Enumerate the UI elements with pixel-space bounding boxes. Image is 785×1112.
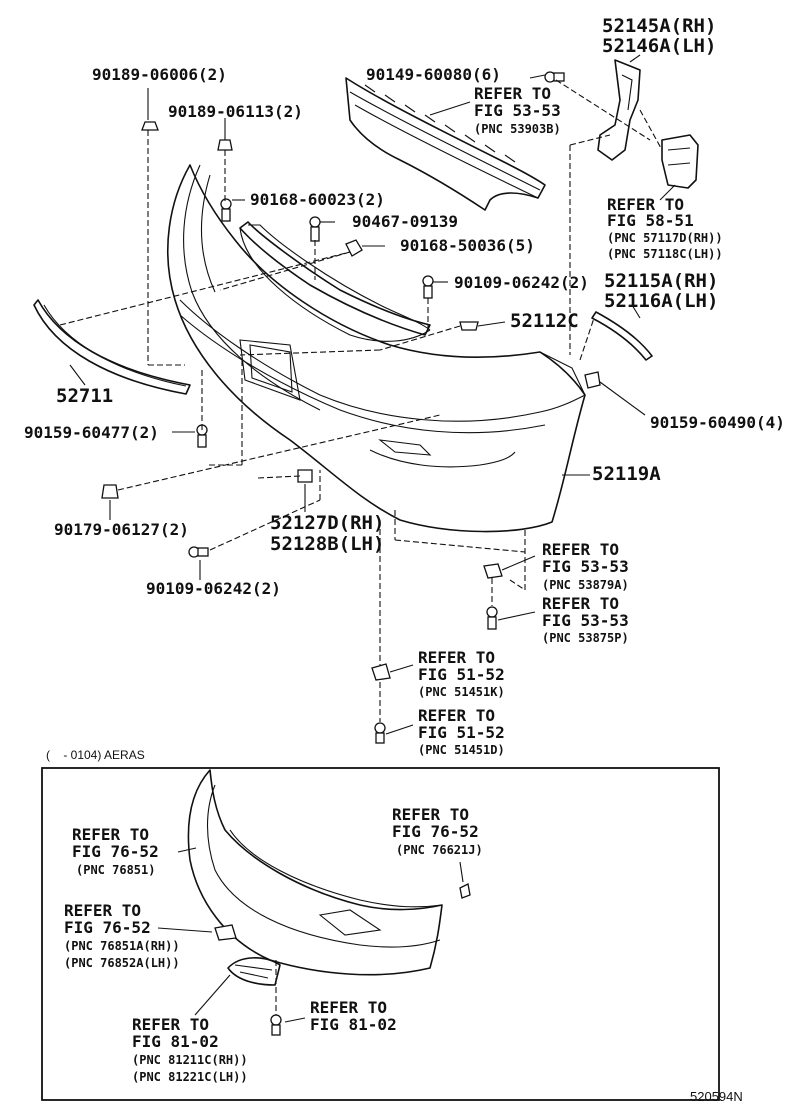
ref-pnc: (PNC 53875P) bbox=[542, 631, 629, 645]
label-52711: 52711 bbox=[56, 385, 114, 407]
ref-pnc: (PNC 57118C(LH)) bbox=[607, 247, 723, 261]
label-90159-60477: 90159-60477(2) bbox=[24, 423, 159, 442]
label-90149-60080: 90149-60080(6) bbox=[366, 65, 501, 84]
ref-line2: FIG 51-52 bbox=[418, 665, 505, 684]
bracket-52145A bbox=[597, 59, 641, 161]
inset-frame bbox=[41, 767, 720, 1101]
ref-pnc: (PNC 51451D) bbox=[418, 743, 505, 757]
label-90159-60490: 90159-60490(4) bbox=[650, 413, 785, 432]
ref-pnc: (PNC 81211C(RH)) bbox=[132, 1053, 248, 1067]
inset-caption: ( - 0104) AERAS bbox=[46, 748, 145, 762]
label-90168-60023: 90168-60023(2) bbox=[250, 190, 385, 209]
ref-pnc: (PNC 76621J) bbox=[396, 843, 483, 857]
ref-line2: FIG 81-02 bbox=[310, 1015, 397, 1034]
ref-line1: REFER TO bbox=[310, 998, 388, 1017]
label-90109-06242: 90109-06242(2) bbox=[454, 273, 589, 292]
label-90467-09139: 90467-09139 bbox=[352, 212, 458, 231]
assembly-lines bbox=[59, 79, 663, 1015]
ref-line1: REFER TO bbox=[418, 648, 496, 667]
diagram-drawing bbox=[33, 54, 720, 1101]
ref-line1: REFER TO bbox=[474, 84, 552, 103]
ref-line1: REFER TO bbox=[64, 901, 142, 920]
diagram-code: 520594N bbox=[690, 1089, 743, 1104]
ref-line1: REFER TO bbox=[542, 540, 620, 559]
label-52127D: 52127D(RH) bbox=[270, 512, 385, 534]
ref-line1: REFER TO bbox=[542, 594, 620, 613]
label-90179-06127: 90179-06127(2) bbox=[54, 520, 189, 539]
ref-line2: FIG 53-53 bbox=[542, 611, 629, 630]
ref-pnc: (PNC 76852A(LH)) bbox=[64, 956, 180, 970]
label-52119A: 52119A bbox=[592, 463, 661, 485]
inset-aero-bumper bbox=[187, 769, 471, 986]
label-52145A: 52145A(RH) bbox=[602, 15, 717, 37]
energy-absorber bbox=[345, 77, 546, 211]
label-52112C: 52112C bbox=[510, 310, 579, 332]
ref-pnc: (PNC 53903B) bbox=[474, 122, 561, 136]
ref-line2: FIG 76-52 bbox=[64, 918, 151, 937]
ref-pnc: (PNC 81221C(LH)) bbox=[132, 1070, 248, 1084]
ref-pnc: (PNC 51451K) bbox=[418, 685, 505, 699]
fasteners bbox=[101, 71, 601, 1036]
label-52115A: 52115A(RH) bbox=[604, 270, 719, 292]
label-90189-06113: 90189-06113(2) bbox=[168, 102, 303, 121]
bumper-cover bbox=[166, 164, 586, 533]
leader-lines bbox=[69, 54, 676, 1023]
reinforcement-57117D bbox=[661, 134, 699, 189]
ref-line1: REFER TO bbox=[418, 706, 496, 725]
ref-line2: FIG 53-53 bbox=[474, 101, 561, 120]
ref-line1: REFER TO bbox=[132, 1015, 210, 1034]
label-90109-06242-lower: 90109-06242(2) bbox=[146, 579, 281, 598]
strip-52115A bbox=[591, 311, 653, 361]
ref-line2: FIG 58-51 bbox=[607, 211, 694, 230]
ref-pnc: (PNC 53879A) bbox=[542, 578, 629, 592]
ref-line2: FIG 53-53 bbox=[542, 557, 629, 576]
ref-line2: FIG 76-52 bbox=[72, 842, 159, 861]
ref-pnc: (PNC 76851A(RH)) bbox=[64, 939, 180, 953]
ref-pnc: (PNC 76851) bbox=[76, 863, 156, 877]
ref-line1: REFER TO bbox=[72, 825, 150, 844]
ref-line1: REFER TO bbox=[607, 195, 685, 214]
parts-diagram: 90189-06006(2) 90189-06113(2) 90149-6008… bbox=[24, 15, 785, 1104]
strip-52711 bbox=[33, 299, 191, 395]
ref-line1: REFER TO bbox=[392, 805, 470, 824]
ref-line2: FIG 81-02 bbox=[132, 1032, 219, 1051]
label-52128B: 52128B(LH) bbox=[270, 533, 385, 555]
label-90189-06006: 90189-06006(2) bbox=[92, 65, 227, 84]
ref-line2: FIG 51-52 bbox=[418, 723, 505, 742]
label-90168-50036: 90168-50036(5) bbox=[400, 236, 535, 255]
ref-pnc: (PNC 57117D(RH)) bbox=[607, 231, 723, 245]
label-52146A: 52146A(LH) bbox=[602, 35, 717, 57]
label-52116A: 52116A(LH) bbox=[604, 290, 719, 312]
ref-line2: FIG 76-52 bbox=[392, 822, 479, 841]
